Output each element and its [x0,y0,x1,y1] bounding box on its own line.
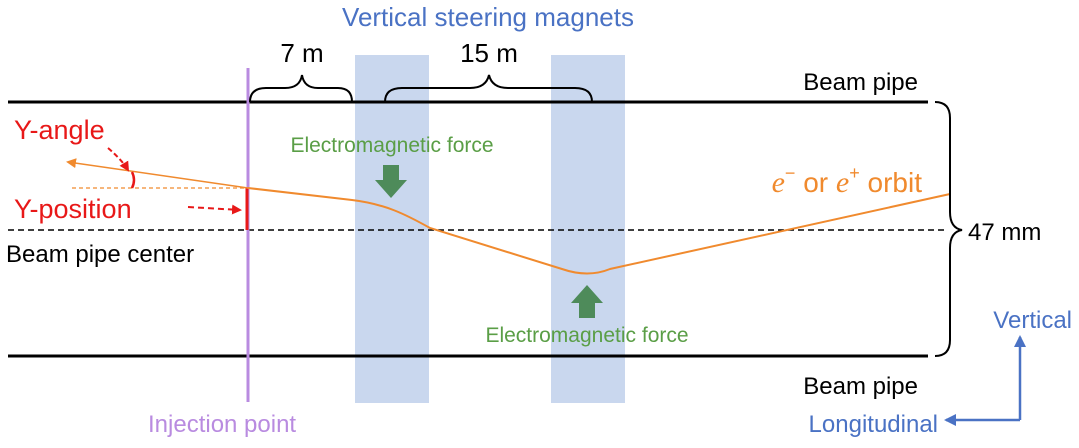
steering-magnet-2 [551,55,625,403]
steering-magnet-1 [355,55,429,403]
orbit-backward-extension [66,158,249,189]
y-angle-pointer-arrow [107,147,130,172]
distance-15m-label: 15 m [460,38,518,68]
y-position-label: Y-position [14,194,132,224]
brace-47mm [934,101,963,357]
orbit-minus-sup: − [785,163,796,183]
y-angle-arc [130,171,136,189]
orbit-or-text: or [795,167,835,198]
title-label: Vertical steering magnets [342,2,634,32]
distance-7m-label: 7 m [280,38,323,68]
em-force-arrow-up [571,285,603,318]
brace-7m [249,74,353,103]
y-position-pointer-arrow [187,204,242,215]
em-force-bottom-label: Electromagnetic force [485,324,688,347]
y-angle-label: Y-angle [14,115,105,145]
beam-pipe-top-label: Beam pipe [803,69,918,96]
beam-pipe-center-label: Beam pipe center [6,241,194,268]
beam-pipe-bottom-label: Beam pipe [803,373,918,400]
orbit-positron-symbol: e [836,166,849,199]
orbit-plus-sup: + [849,163,860,183]
brace-15m [384,74,593,103]
size-47mm-label: 47 mm [968,219,1041,246]
orbit-electron-symbol: e [772,166,785,199]
orbit-path [247,187,951,275]
axis-vertical-label: Vertical [993,307,1072,334]
orbit-word: orbit [860,167,922,198]
axis-longitudinal-label: Longitudinal [809,411,938,438]
em-force-arrow-down [375,165,407,198]
injection-point-label: Injection point [148,411,296,438]
orbit-label: e− or e+ orbit [772,163,923,199]
em-force-top-label: Electromagnetic force [290,134,493,157]
